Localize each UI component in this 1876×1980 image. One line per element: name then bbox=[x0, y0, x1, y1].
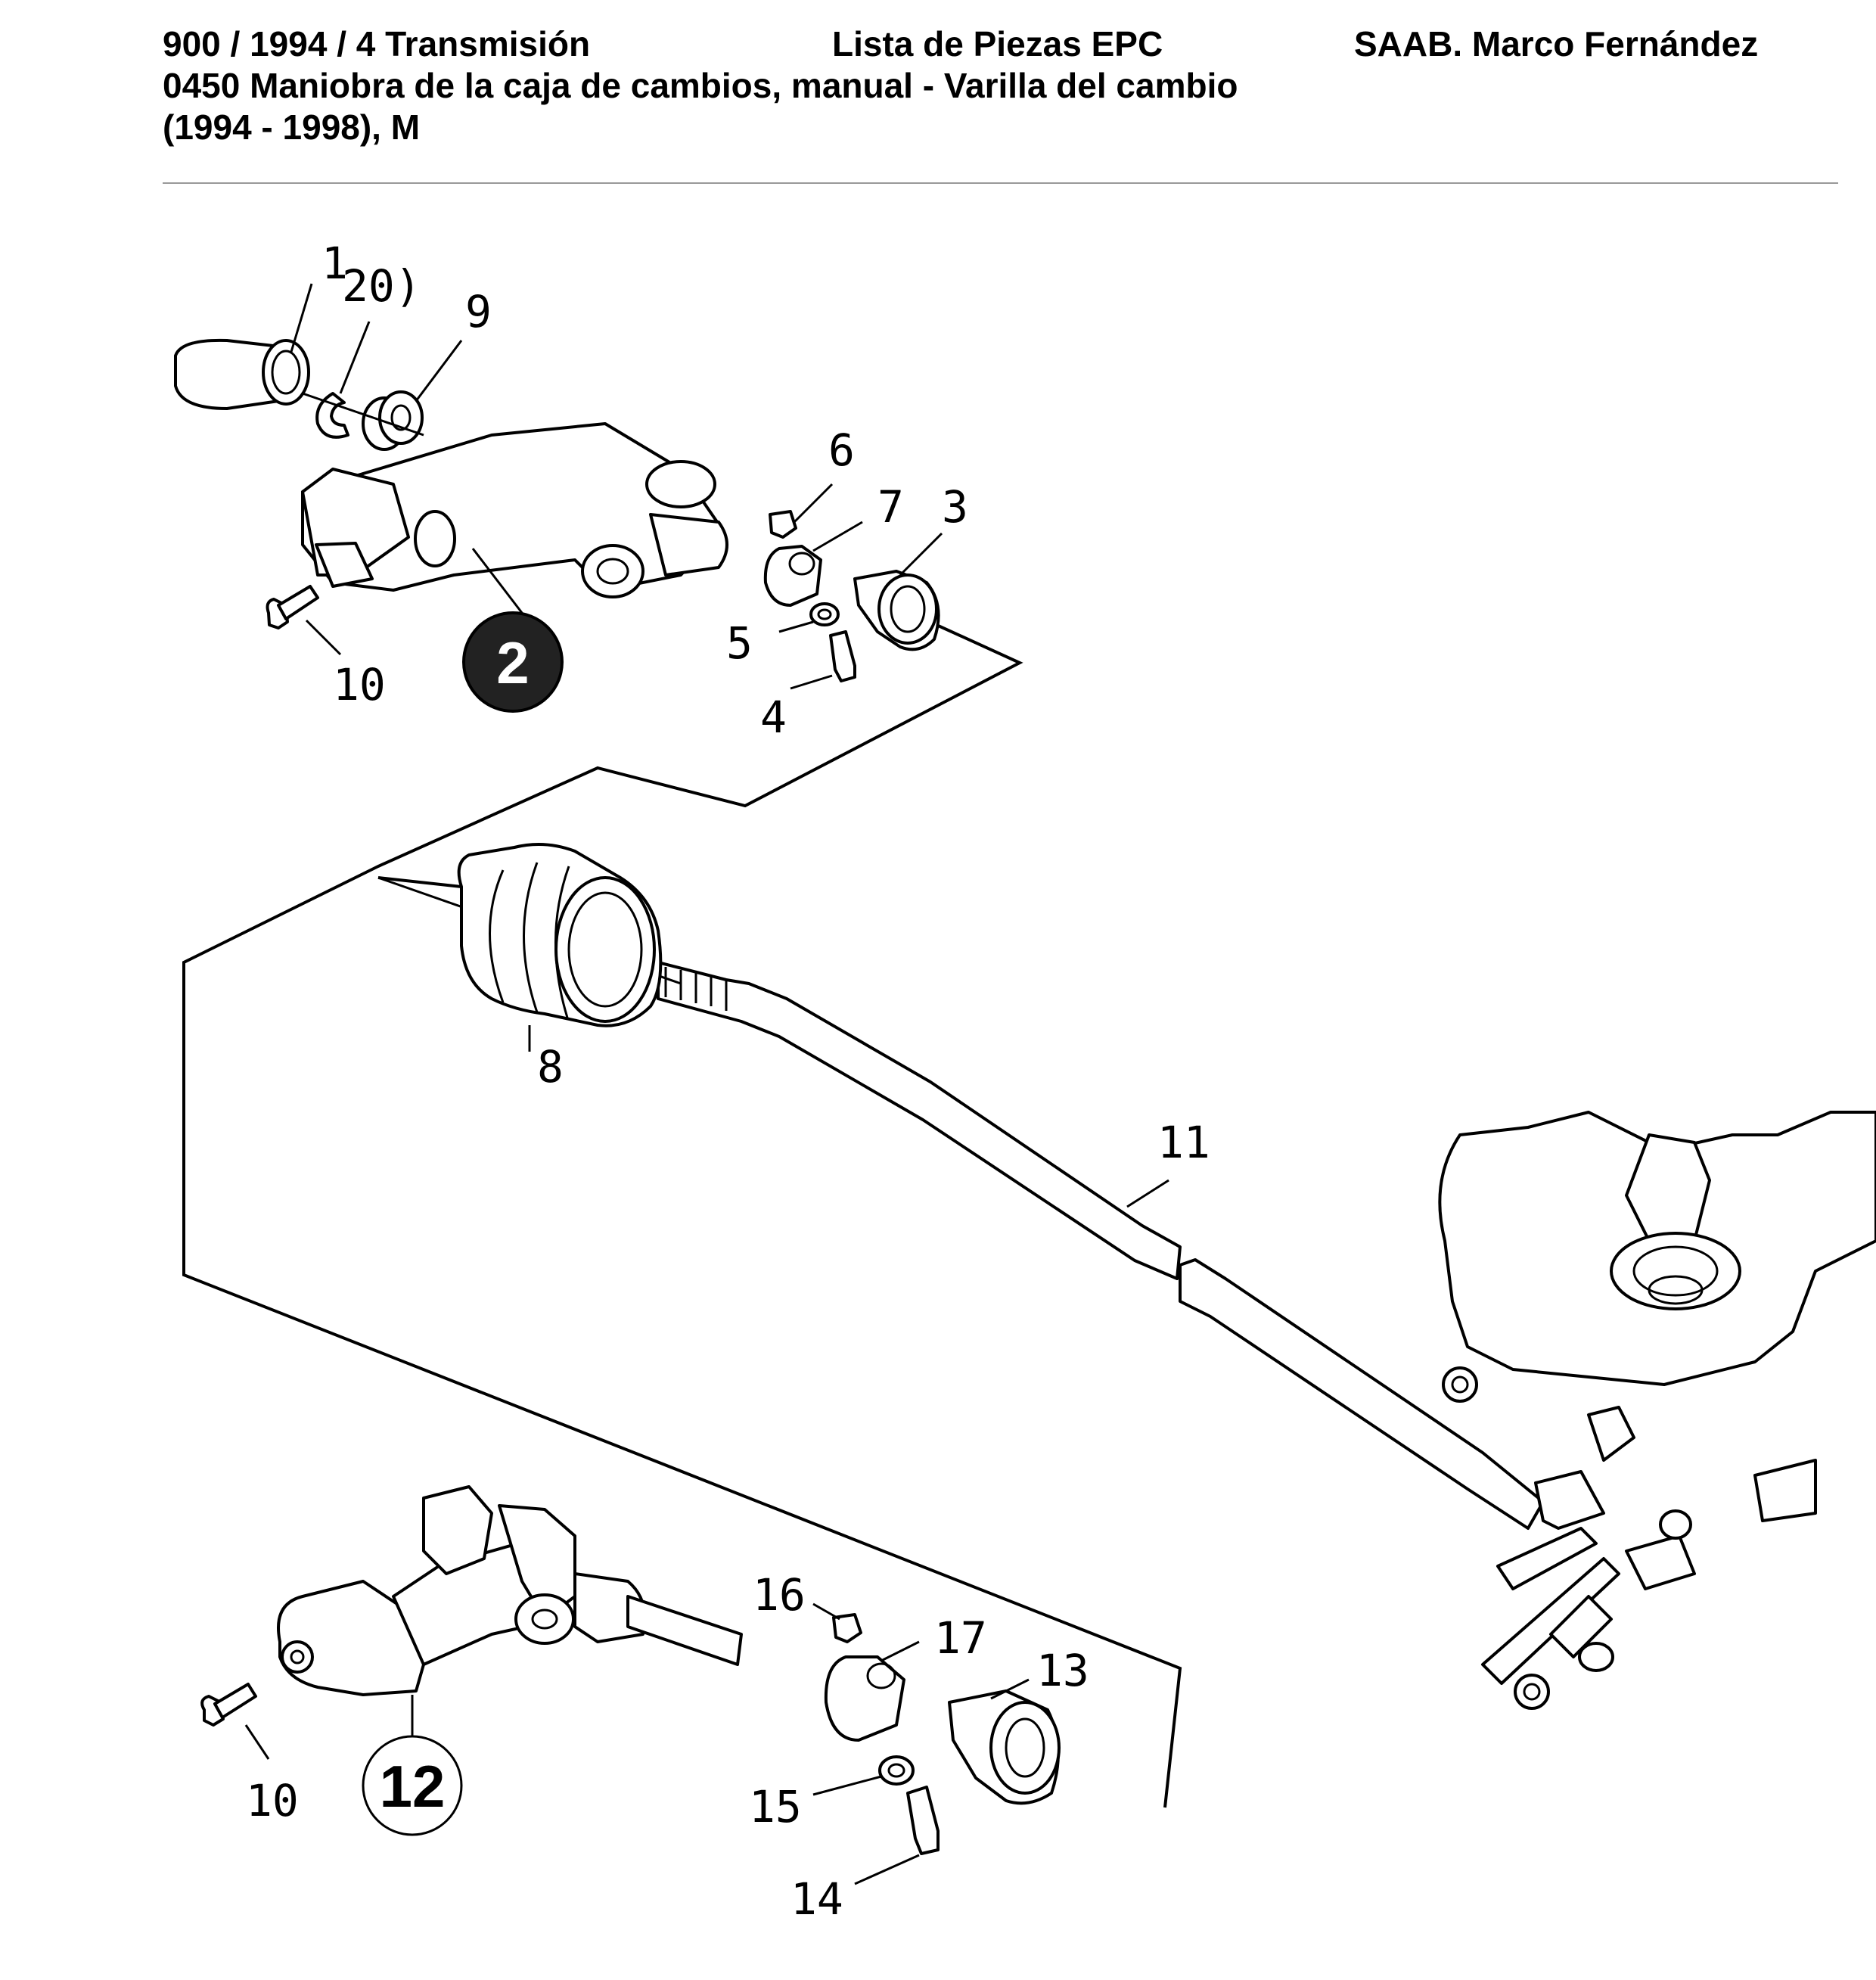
bushing-part bbox=[362, 390, 424, 451]
upper-shift-lever-part bbox=[174, 338, 728, 598]
callout-3: 3 bbox=[942, 481, 968, 533]
upper-clamp-parts bbox=[763, 510, 940, 682]
callout-14: 14 bbox=[790, 1873, 843, 1925]
callout-20: 20) bbox=[342, 260, 421, 312]
callout-2-badge: 2 bbox=[462, 611, 564, 713]
callout-1: 1 bbox=[321, 238, 348, 289]
callout-9: 9 bbox=[465, 286, 492, 337]
callout-2: 2 bbox=[496, 629, 529, 696]
callout-10-lower: 10 bbox=[246, 1775, 299, 1826]
callout-16: 16 bbox=[753, 1569, 806, 1621]
callout-8: 8 bbox=[537, 1041, 564, 1093]
lower-shift-lever-part bbox=[200, 1485, 743, 1727]
assembly-outline bbox=[182, 619, 1182, 1808]
lower-clamp-parts bbox=[824, 1613, 1061, 1855]
callout-15: 15 bbox=[749, 1781, 802, 1832]
clip-part bbox=[315, 392, 349, 439]
callout-5: 5 bbox=[726, 617, 753, 669]
model-title: 900 / 1994 / 4 Transmisión bbox=[163, 24, 591, 64]
bolt-part bbox=[266, 585, 319, 629]
callout-6: 6 bbox=[828, 424, 855, 476]
callout-13: 13 bbox=[1036, 1645, 1089, 1696]
callout-11: 11 bbox=[1157, 1117, 1210, 1168]
rubber-boot-part bbox=[457, 843, 663, 1027]
callout-17: 17 bbox=[934, 1612, 987, 1664]
callout-7: 7 bbox=[877, 481, 904, 533]
header-divider bbox=[163, 182, 1838, 184]
brand-owner: SAAB. Marco Fernández bbox=[1354, 24, 1759, 64]
callout-4: 4 bbox=[760, 692, 787, 743]
callout-12-badge: 12 bbox=[362, 1735, 463, 1836]
gearbox-housing-part bbox=[1438, 1111, 1876, 1710]
list-title: Lista de Piezas EPC bbox=[832, 24, 1163, 64]
callout-12: 12 bbox=[380, 1753, 446, 1820]
callout-10-upper: 10 bbox=[333, 659, 386, 710]
year-range: (1994 - 1998), M bbox=[163, 107, 421, 147]
group-title: 0450 Maniobra de la caja de cambios, man… bbox=[163, 66, 1238, 105]
shift-rod-part bbox=[377, 876, 1545, 1530]
